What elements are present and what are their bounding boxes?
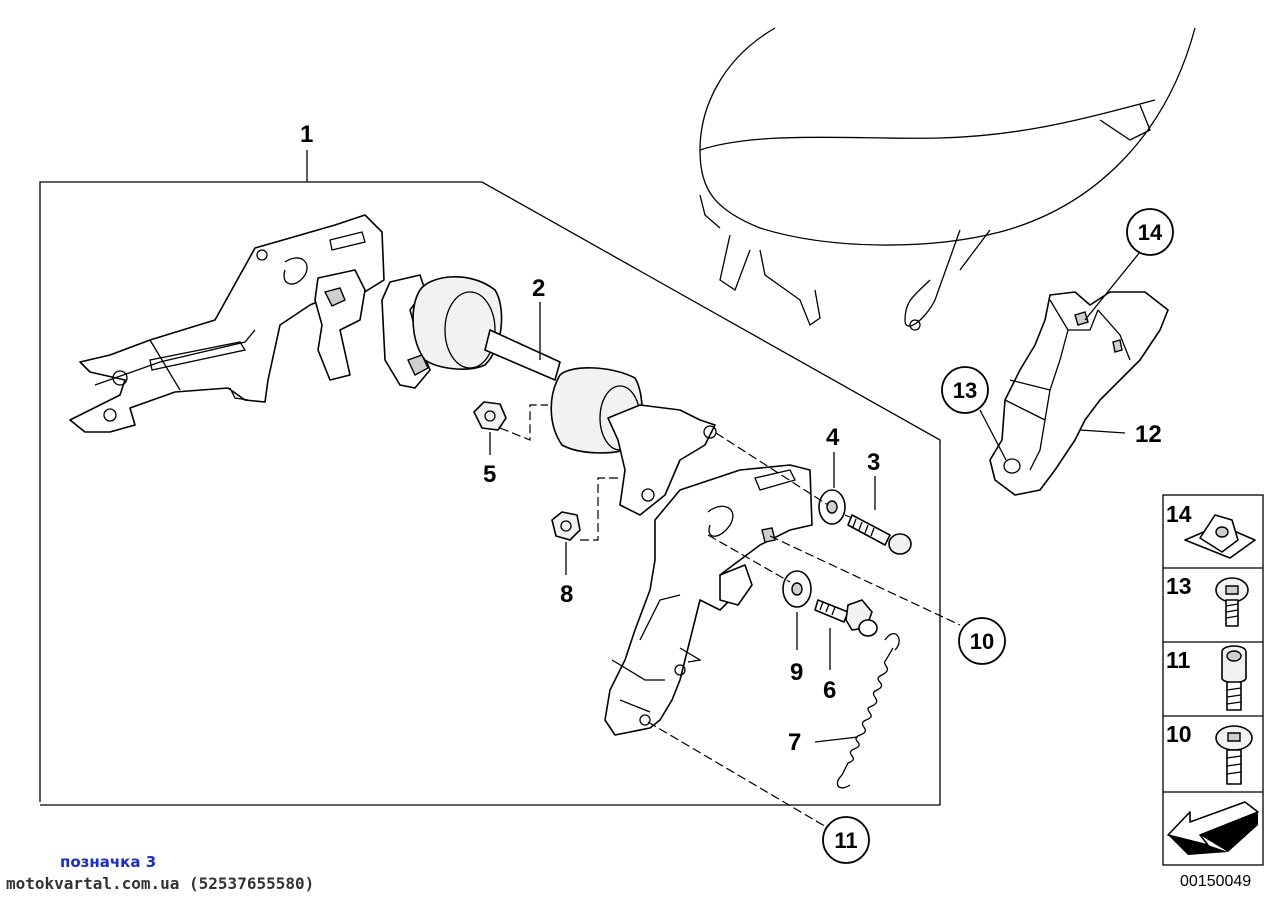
nut-8 <box>551 511 581 541</box>
watermark-site: motokvartal.com.ua (52537655580) <box>6 874 315 893</box>
torx-screw-10-icon <box>1215 725 1253 785</box>
callout-4: 4 <box>826 424 840 451</box>
legend-label-10: 10 <box>1166 721 1192 747</box>
bolt-6 <box>814 599 878 637</box>
shaft-assembly <box>381 274 643 454</box>
washer-9 <box>782 570 812 608</box>
callouts: 1 2 3 4 5 6 7 8 9 12 10 11 13 14 <box>300 121 1174 864</box>
seat-outline <box>699 27 1196 331</box>
clip-nut-icon <box>1184 514 1256 559</box>
svg-text:11: 11 <box>834 828 857 853</box>
torx-screw-13-icon <box>1215 577 1249 627</box>
callout-14: 14 <box>1126 208 1174 256</box>
callout-7: 7 <box>788 729 801 756</box>
diagram-code: 00150049 <box>1180 873 1251 890</box>
callout-9: 9 <box>790 659 803 686</box>
legend-label-14: 14 <box>1166 501 1192 527</box>
leader-lines <box>489 251 1141 829</box>
callout-13: 13 <box>941 366 989 414</box>
callout-6: 6 <box>823 677 836 704</box>
callout-8: 8 <box>560 581 573 608</box>
left-bracket <box>69 214 385 433</box>
screw-3 <box>847 514 912 555</box>
legend-label-11: 11 <box>1166 647 1191 673</box>
callout-10: 10 <box>958 617 1006 665</box>
washer-4 <box>818 489 846 525</box>
hardware-legend: 14 13 11 10 <box>1162 494 1264 866</box>
right-bracket <box>604 404 813 736</box>
socket-screw-11-icon <box>1221 645 1247 711</box>
svg-text:14: 14 <box>1138 220 1163 245</box>
direction-arrow-icon <box>1167 801 1259 855</box>
watermark-label: позначка 3 <box>60 853 157 871</box>
callout-2: 2 <box>532 275 545 302</box>
clamp-plate-left <box>314 269 366 381</box>
callout-3: 3 <box>867 449 880 476</box>
spring-7 <box>836 633 900 789</box>
svg-text:13: 13 <box>953 378 977 403</box>
svg-text:10: 10 <box>970 629 994 654</box>
callout-1: 1 <box>300 121 313 148</box>
side-bracket-12 <box>989 291 1169 496</box>
callout-5: 5 <box>483 461 496 488</box>
nut-5 <box>473 401 507 431</box>
callout-11: 11 <box>822 816 870 864</box>
legend-label-13: 13 <box>1166 573 1192 599</box>
callout-12: 12 <box>1135 421 1162 448</box>
